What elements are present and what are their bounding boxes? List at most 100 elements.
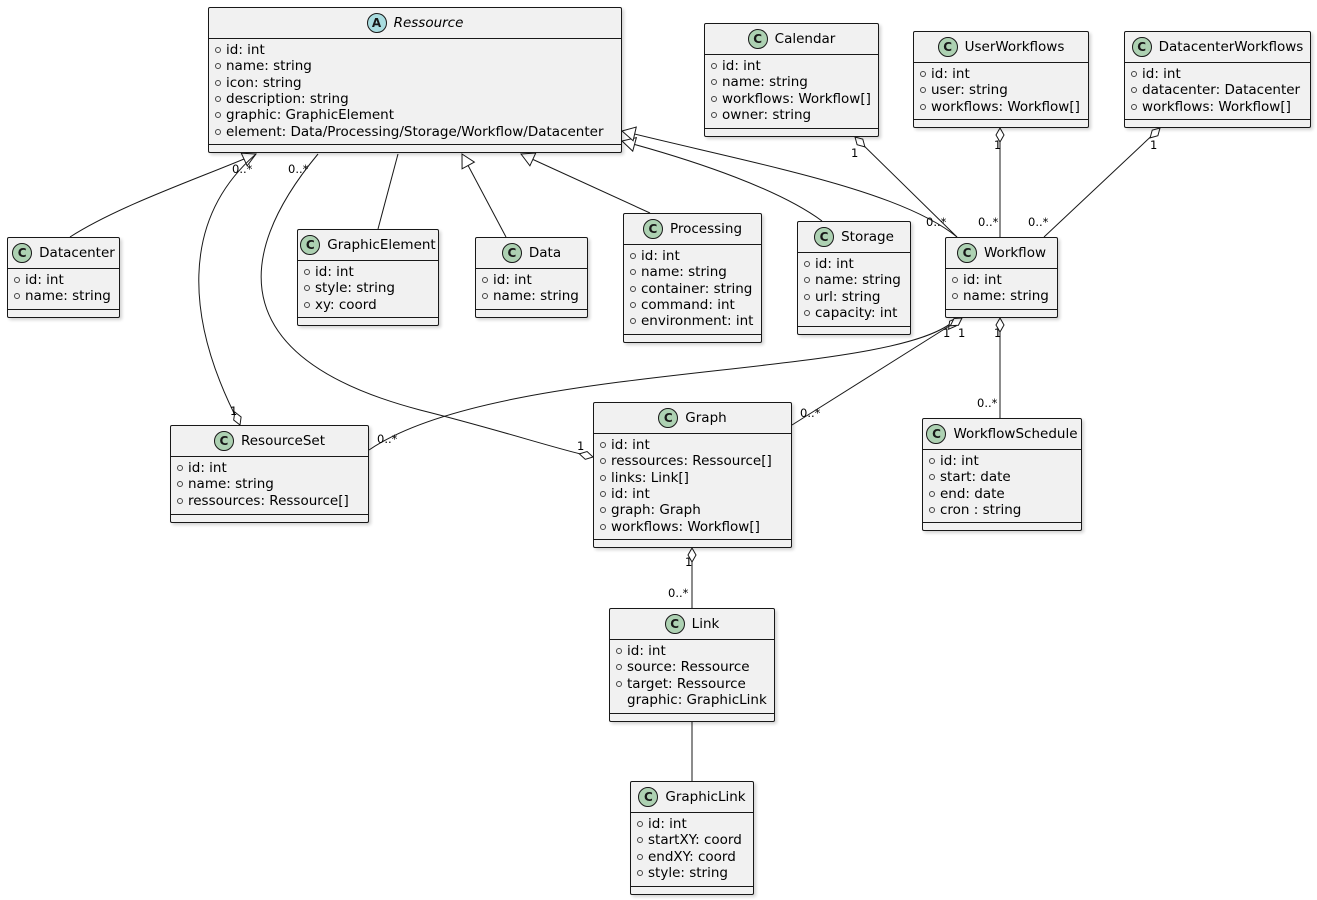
attribute-text: source: Ressource — [627, 659, 750, 676]
attribute-row: id: int — [304, 264, 434, 280]
attribute-text: id: int — [25, 272, 64, 289]
attribute-text: id: int — [315, 264, 354, 281]
method-compartment — [476, 309, 587, 310]
attribute-row: name: string — [630, 264, 757, 280]
class-icon: C — [957, 243, 977, 263]
attribute-row: id: int — [14, 272, 115, 288]
attribute-text: element: Data/Processing/Storage/Workflo… — [226, 123, 604, 140]
attribute-row: start: date — [929, 469, 1077, 485]
public-visibility-icon — [600, 523, 606, 530]
method-compartment — [798, 326, 910, 327]
attribute-row: id: int — [952, 272, 1053, 288]
attribute-row: workflows: Workflow[] — [920, 99, 1084, 115]
attribute-row: ressources: Ressource[] — [177, 493, 364, 509]
attribute-text: id: int — [963, 272, 1002, 289]
attribute-text: id: int — [815, 256, 854, 273]
aggregation-workflow-resourceset — [368, 317, 958, 451]
class-icon: C — [747, 29, 768, 49]
public-visibility-icon — [929, 490, 935, 497]
mult-graph-link: 1 — [685, 555, 693, 569]
aggregation-calendar-workflow — [854, 136, 958, 238]
class-icon: C — [213, 431, 234, 451]
class-name: WorkflowSchedule — [953, 426, 1078, 442]
class-name: Ressource — [393, 15, 464, 31]
mult-resourceset-workflow: 0..* — [377, 432, 398, 446]
public-visibility-icon — [711, 95, 717, 102]
public-visibility-icon — [14, 293, 20, 300]
inheritance-arrow-processing — [520, 152, 537, 167]
attribute-text: id: int — [648, 816, 687, 833]
attribute-text: ressources: Ressource[] — [611, 453, 772, 470]
attribute-text: graphic: GraphicLink — [627, 692, 767, 709]
class-name: Storage — [841, 229, 894, 245]
method-compartment — [298, 317, 438, 318]
attribute-text: start: date — [940, 469, 1011, 486]
public-visibility-icon — [637, 870, 643, 877]
aggregation-ressource-resourceset — [198, 153, 257, 426]
inheritance-arrow-data — [461, 153, 476, 170]
inheritance-workflow — [621, 130, 958, 238]
public-visibility-icon — [177, 497, 183, 504]
class-name: GraphicElement — [327, 237, 436, 253]
attribute-row: name: string — [14, 288, 115, 304]
attribute-text: workflows: Workflow[] — [611, 518, 760, 535]
aggregation-diamond-graph-link — [687, 546, 697, 564]
attribute-text: end: date — [940, 485, 1005, 502]
attribute-row: startXY: coord — [637, 832, 749, 848]
mult-ressource-datacenter: 0..* — [232, 162, 253, 176]
attribute-row: end: date — [929, 486, 1077, 502]
public-visibility-icon — [616, 680, 622, 687]
attribute-row: id: int — [177, 460, 364, 476]
attribute-row: datacenter: Datacenter — [1131, 82, 1306, 98]
method-compartment — [171, 514, 368, 515]
public-visibility-icon — [215, 128, 221, 135]
aggregation-diamond-workflow-schedule — [995, 316, 1005, 334]
attribute-row: workflows: Workflow[] — [1131, 99, 1306, 115]
attribute-text: graph: Graph — [611, 502, 701, 519]
mult-calendar-workflow: 1 — [851, 146, 859, 160]
attribute-text: datacenter: Datacenter — [1142, 82, 1301, 99]
method-compartment — [610, 713, 774, 714]
public-visibility-icon — [616, 664, 622, 671]
attribute-text: id: int — [1142, 66, 1181, 83]
attribute-row: id: int — [1131, 66, 1306, 82]
attribute-row: style: string — [304, 280, 434, 296]
attribute-text: description: string — [226, 91, 349, 108]
class-name: Calendar — [774, 31, 836, 47]
attribute-row: id: int — [929, 453, 1077, 469]
attribute-text: id: int — [722, 58, 761, 75]
attribute-text: name: string — [226, 58, 312, 75]
attribute-text: id: int — [611, 486, 650, 503]
attribute-row: name: string — [482, 288, 583, 304]
attribute-row: id: int — [600, 437, 787, 453]
public-visibility-icon — [482, 293, 488, 300]
class-icon: C — [638, 787, 659, 807]
